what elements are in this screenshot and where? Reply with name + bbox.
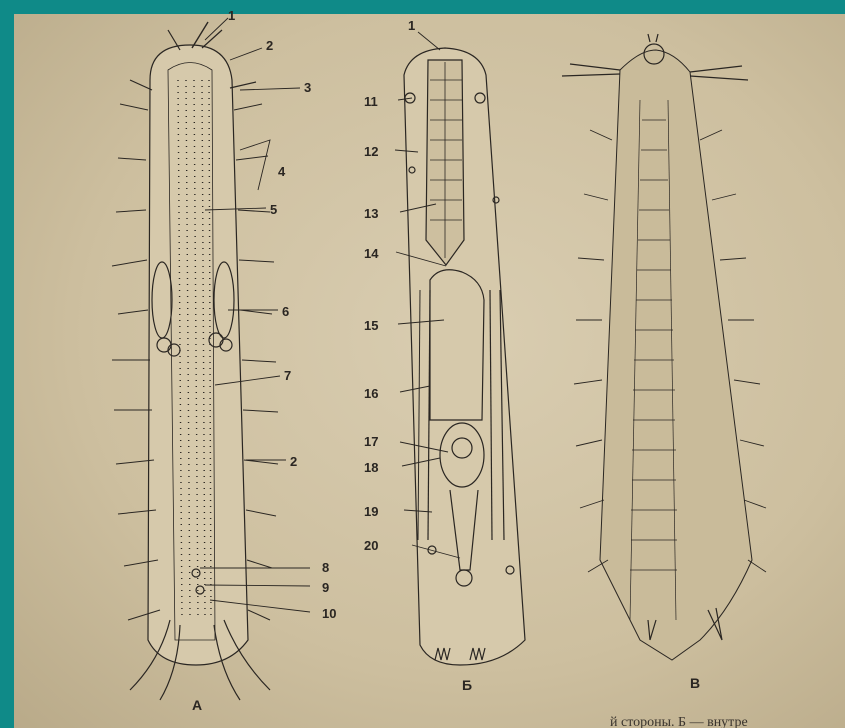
panel-c-worm	[562, 34, 766, 660]
caption-c: В	[690, 675, 700, 691]
label-b-19: 19	[364, 504, 378, 519]
bottom-caption-fragment: й стороны. Б — внутре	[610, 715, 748, 728]
panel-b-anatomy	[395, 32, 525, 665]
label-b-15: 15	[364, 318, 378, 333]
label-a-6: 6	[282, 304, 289, 319]
label-b-18: 18	[364, 460, 378, 475]
caption-a: А	[192, 697, 202, 713]
label-b-12: 12	[364, 144, 378, 159]
panel-a-worm	[112, 18, 310, 700]
label-b-17: 17	[364, 434, 378, 449]
label-b-16: 16	[364, 386, 378, 401]
label-b-14: 14	[364, 246, 379, 261]
label-a-3: 3	[304, 80, 311, 95]
label-a-1: 1	[228, 8, 235, 23]
label-a-5: 5	[270, 202, 277, 217]
label-a-7: 7	[284, 368, 291, 383]
label-a-9: 9	[322, 580, 329, 595]
label-b-20: 20	[364, 538, 378, 553]
label-a-4: 4	[278, 164, 286, 179]
label-b-13: 13	[364, 206, 378, 221]
label-b-1: 1	[408, 18, 415, 33]
label-b-11: 11	[364, 94, 378, 109]
label-a-10: 10	[322, 606, 336, 621]
label-a-2b: 2	[290, 454, 297, 469]
label-a-8: 8	[322, 560, 329, 575]
caption-b: Б	[462, 677, 472, 693]
label-a-2: 2	[266, 38, 273, 53]
